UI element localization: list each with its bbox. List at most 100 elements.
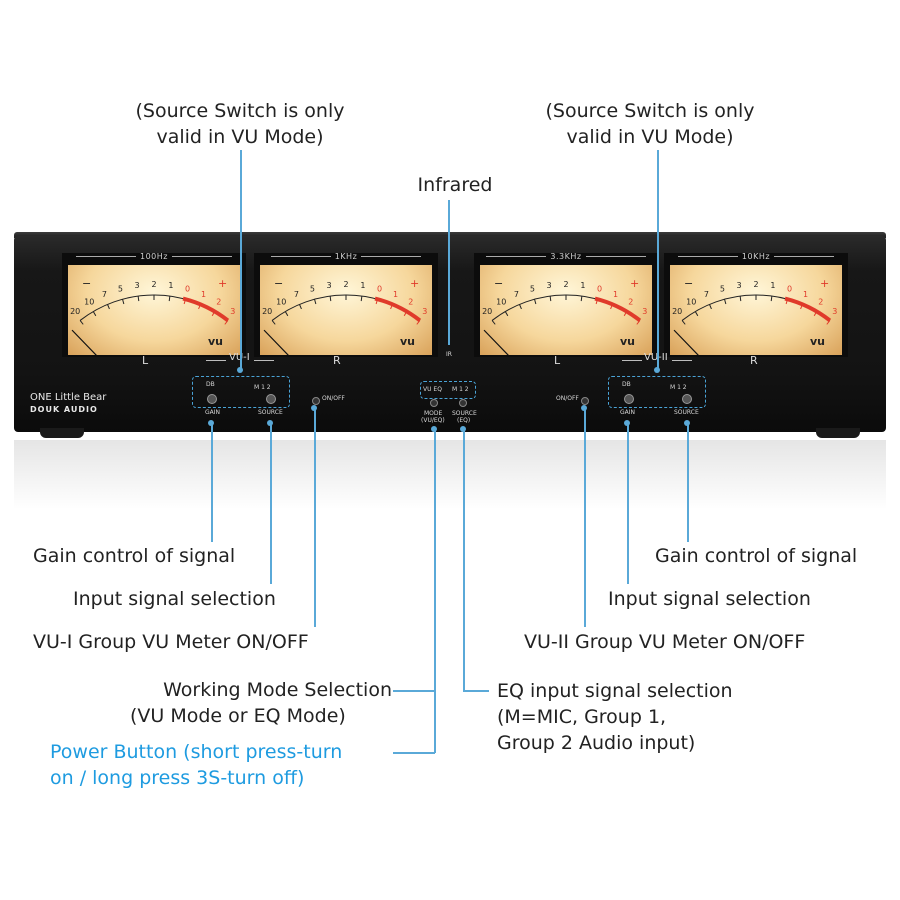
meter-plus: + bbox=[630, 277, 639, 290]
meter-scale-number: 1 bbox=[613, 290, 618, 299]
vu1-onoff-button[interactable] bbox=[312, 397, 320, 405]
meter-scale-number: 10 bbox=[276, 298, 286, 307]
meter-unit: vu bbox=[620, 335, 635, 348]
meter-needle bbox=[673, 329, 699, 355]
meter-needle bbox=[71, 329, 97, 355]
vu2-onoff-button[interactable] bbox=[581, 397, 589, 405]
meter-scale-number: 7 bbox=[294, 290, 299, 299]
meter-tick bbox=[580, 295, 583, 302]
gain-knob-right[interactable] bbox=[624, 394, 634, 404]
meter-unit: vu bbox=[208, 335, 223, 348]
power-button-line1: Power Button (short press-turn bbox=[50, 741, 343, 763]
eq-input-line2: (M=MIC, Group 1, bbox=[497, 706, 667, 728]
meter-minus: − bbox=[274, 277, 283, 290]
db-label-right: DB bbox=[622, 381, 631, 388]
vu-eq-label: VU EQ bbox=[423, 386, 442, 393]
source-eq-button[interactable] bbox=[459, 399, 467, 407]
meter-unit: vu bbox=[810, 335, 825, 348]
db-label: DB bbox=[206, 381, 215, 388]
meter-scale-number: 2 bbox=[628, 298, 633, 307]
meter-scale-number: 1 bbox=[580, 281, 585, 290]
meter-scale-number: 3 bbox=[547, 281, 552, 290]
meter-freq-label: 100Hz bbox=[62, 252, 246, 261]
meter-tick bbox=[491, 320, 496, 325]
meter-tick bbox=[623, 311, 628, 317]
mode-label: MODE bbox=[424, 410, 443, 417]
meter-tick bbox=[183, 299, 186, 305]
meter-tick bbox=[314, 299, 317, 305]
meter-tick bbox=[375, 299, 378, 305]
source-label-right: SOURCE bbox=[674, 409, 699, 416]
source-note-left-line2: valid in VU Mode) bbox=[156, 126, 324, 148]
m12-label-center: M 1 2 bbox=[452, 386, 469, 393]
gain-knob-left[interactable] bbox=[207, 394, 217, 404]
meter-scale-number: 20 bbox=[672, 307, 682, 316]
callout-dot bbox=[460, 426, 466, 432]
device-foot-right bbox=[816, 428, 860, 438]
input-right-label: Input signal selection bbox=[608, 588, 811, 610]
meter-tick bbox=[198, 304, 201, 310]
meter-tick bbox=[271, 320, 276, 325]
callout-line-infrared bbox=[448, 200, 450, 345]
meter-tick bbox=[224, 320, 229, 325]
channel-label-4: R bbox=[750, 354, 758, 367]
meter-tick bbox=[519, 304, 522, 310]
source-switch-right[interactable] bbox=[682, 394, 692, 404]
meter-scale-number: 3 bbox=[642, 307, 647, 316]
meter-scale-number: 2 bbox=[753, 280, 758, 289]
callout-line-source-right bbox=[657, 150, 659, 372]
eq-input-label: EQ input signal selection (M=MIC, Group … bbox=[497, 678, 733, 756]
mode-button[interactable] bbox=[430, 399, 438, 407]
vu2-onoff-label: VU-II Group VU Meter ON/OFF bbox=[524, 631, 806, 653]
eq-input-line1: EQ input signal selection bbox=[497, 680, 733, 702]
meter-tick bbox=[636, 320, 641, 325]
source-note-left: (Source Switch is only valid in VU Mode) bbox=[110, 98, 370, 150]
meter-tick bbox=[107, 304, 110, 310]
group-line bbox=[672, 360, 692, 361]
meter-tick bbox=[403, 311, 408, 317]
source-switch-left[interactable] bbox=[266, 394, 276, 404]
vu1-control-box bbox=[192, 376, 290, 408]
vu2-control-box bbox=[608, 376, 706, 408]
channel-label-3: L bbox=[554, 354, 561, 367]
meter-needle bbox=[483, 329, 509, 355]
meter-tick bbox=[360, 295, 363, 302]
meter-tick bbox=[739, 295, 742, 302]
onoff-label-left: ON/OFF bbox=[322, 395, 345, 402]
meter-scale-number: 1 bbox=[393, 290, 398, 299]
callout-dot bbox=[654, 367, 660, 373]
meter-minus: − bbox=[494, 277, 503, 290]
gain-left-label: Gain control of signal bbox=[33, 545, 236, 567]
meter-tick bbox=[770, 295, 773, 302]
meter-plus: + bbox=[410, 277, 419, 290]
source-note-left-line1: (Source Switch is only bbox=[135, 100, 345, 122]
callout-dot bbox=[581, 405, 587, 411]
meter-scale-number: 10 bbox=[496, 298, 506, 307]
ir-label: IR bbox=[446, 351, 452, 358]
callout-line-mode bbox=[434, 430, 436, 753]
working-mode-line2: (VU Mode or EQ Mode) bbox=[130, 705, 346, 727]
meter-tick bbox=[709, 304, 712, 310]
meter-tick bbox=[299, 304, 302, 310]
meter-scale-number: 20 bbox=[482, 307, 492, 316]
meter-freq-label: 1KHz bbox=[254, 252, 438, 261]
vu1-onoff-label: VU-I Group VU Meter ON/OFF bbox=[33, 631, 309, 653]
callout-dot bbox=[684, 420, 690, 426]
meter-scale-number: 2 bbox=[151, 280, 156, 289]
source-label-left: SOURCE bbox=[258, 409, 283, 416]
meter-scale-number: 3 bbox=[832, 307, 837, 316]
meter-tick bbox=[211, 311, 216, 317]
group-label-vu1: VU-I bbox=[229, 352, 250, 363]
brand-name: ONE Little Bear bbox=[30, 392, 107, 403]
meter-scale-number: 3 bbox=[135, 281, 140, 290]
meter-scale-number: 0 bbox=[185, 284, 190, 293]
callout-dot bbox=[311, 405, 317, 411]
meter-minus: − bbox=[82, 277, 91, 290]
callout-dot bbox=[237, 367, 243, 373]
